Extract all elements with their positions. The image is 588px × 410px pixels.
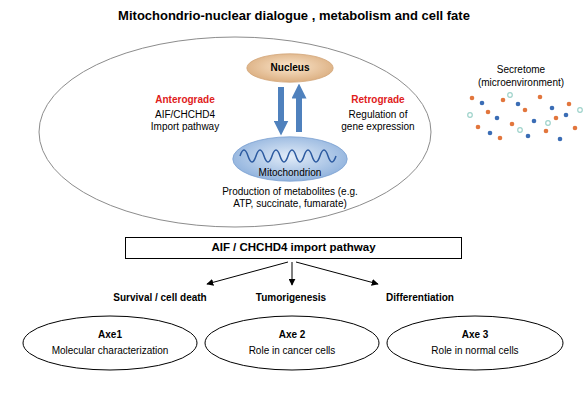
secretome-dot (468, 113, 473, 118)
secretome-dot (480, 101, 485, 106)
outcome-label: Differentiation (365, 291, 475, 304)
axis-ellipse-shape (23, 316, 197, 370)
secretome-dot (523, 108, 528, 113)
secretome-dots (468, 93, 583, 142)
secretome-dot (532, 119, 537, 124)
secretome-dot (516, 102, 521, 107)
nucleus-ellipse-shape (247, 54, 333, 82)
axis-ellipse-outline (386, 315, 564, 371)
organelle-name: Mitochondrion (232, 167, 348, 179)
fan-arrow (207, 262, 288, 284)
pathway-heading: Retrograde (333, 94, 423, 106)
pathway-heading: Anterograde (140, 94, 230, 106)
secretome-dot (518, 128, 523, 133)
secretome-dot (501, 98, 506, 103)
outcome-label: Survival / cell death (100, 291, 220, 304)
axis-title: Axe1 (98, 329, 122, 341)
axis-ellipse-shape (205, 316, 379, 370)
diagram-title: Mitochondrio-nuclear dialogue , metaboli… (0, 8, 588, 23)
cell-ellipse: AnterogradeAIF/CHCHD4 Import pathway Retr… (38, 36, 432, 228)
secretome-dot (526, 134, 531, 139)
secretome-dot (546, 121, 551, 126)
secretome-dot (510, 122, 515, 127)
cell-ellipse-shape (39, 37, 431, 227)
secretome-dot (476, 125, 481, 130)
axis-ellipse-outline (204, 315, 380, 371)
pathway-text: AIF/CHCHD4 Import pathway (147, 109, 223, 133)
fan-arrows (207, 262, 378, 285)
secretome-dot (564, 113, 569, 118)
process-box: AIF / CHCHD4 import pathway (125, 237, 462, 259)
pathway-text: Regulation of gene expression (337, 109, 419, 133)
secretome-dot (558, 137, 563, 142)
organelle-name: Nucleus (271, 62, 310, 74)
axis-text: Molecular characterization (52, 345, 169, 357)
fan-arrow (292, 262, 293, 285)
axis-ellipse: Axe1Molecular characterization (22, 315, 198, 371)
secretome-dot (567, 102, 572, 107)
secretome-dot (573, 126, 578, 131)
secretome-dot (554, 116, 559, 121)
secretome-dot (470, 96, 475, 101)
axis-ellipse: Axe 3 Role in normal cells (386, 315, 564, 371)
axis-ellipse-outline (22, 315, 198, 371)
mitochondrion-ellipse: MitochondrionProduction of metabolites (… (232, 136, 348, 182)
nucleus-ellipse: Nucleus (246, 53, 334, 83)
secretome-label: Secretome (microenvironment) (466, 63, 576, 89)
secretome-dot (544, 129, 549, 134)
mitochondrion-ellipse-shape (233, 137, 347, 181)
outcome-label: Tumorigenesis (241, 291, 341, 304)
secretome-dot (578, 108, 583, 113)
axis-ellipse: Axe 2 Role in cancer cells (204, 315, 380, 371)
secretome-dot (498, 136, 503, 141)
axis-ellipse-shape (387, 316, 563, 370)
axis-text: Role in cancer cells (249, 345, 336, 357)
axis-title: Axe 2 (279, 329, 306, 341)
secretome-dot (488, 131, 493, 136)
secretome-dot (538, 95, 543, 100)
box-title: AIF / CHCHD4 import pathway (211, 241, 375, 255)
secretome-dot (550, 106, 555, 111)
axis-title: Axe 3 (462, 329, 489, 341)
secretome-dot (486, 110, 491, 115)
organelle-text: Production of metabolites (e.g. ATP, suc… (217, 186, 363, 210)
fan-arrow (296, 262, 378, 284)
process-box-shape (126, 238, 462, 259)
axis-text: Role in normal cells (431, 345, 518, 357)
secretome-dot (495, 116, 500, 121)
secretome-dot (508, 93, 513, 98)
